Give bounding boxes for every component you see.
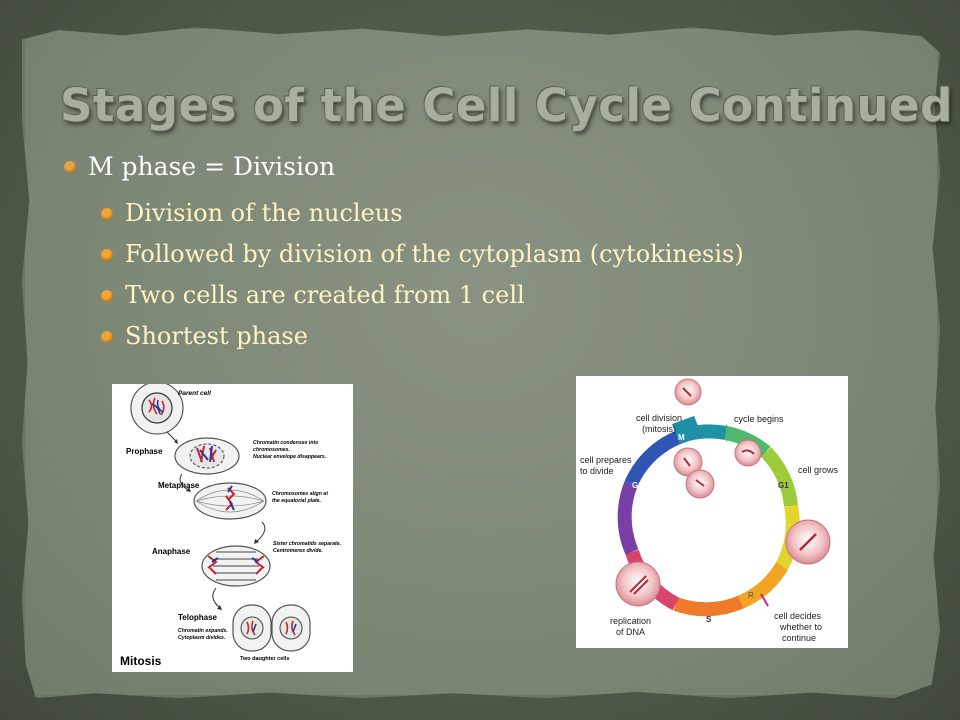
prophase-note-2: chromosomes. — [253, 447, 290, 453]
bullet-dot-icon — [101, 208, 113, 220]
phase-m-label: M — [678, 433, 685, 442]
new-cell-icon — [734, 439, 762, 467]
continue-label: continue — [782, 633, 816, 643]
mitosis-cell-icon — [674, 378, 702, 406]
cell-prepares-label: cell prepares — [580, 455, 632, 465]
prophase-note-1: Chromatin condenses into — [253, 440, 318, 446]
bullet-text: Followed by division of the cytoplasm (c… — [125, 240, 744, 268]
telophase-note-2: Cytoplasm divides. — [178, 635, 225, 641]
mitosis-label: (mitosis) — [642, 424, 676, 434]
sub-bullet-list: Division of the nucleus Followed by divi… — [101, 193, 744, 357]
mitosis-diagram: Parent cell Prophase Chromatin condenses… — [112, 384, 353, 672]
bullet-m-phase: M phase = Division — [64, 146, 335, 187]
mitosis-caption: Mitosis — [120, 654, 162, 668]
phase-g2-label: G2 — [632, 481, 643, 490]
anaphase-label: Anaphase — [152, 547, 191, 556]
cell-cycle-svg: cell division (mitosis) cycle begins cel… — [576, 376, 848, 648]
metaphase-cell-icon — [193, 482, 267, 520]
m-phase-marker — [672, 416, 702, 444]
bullet-dot-icon — [101, 249, 113, 261]
replication-label: replication — [610, 616, 651, 626]
to-divide-label: to divide — [580, 466, 614, 476]
bullet-text: Two cells are created from 1 cell — [125, 281, 525, 309]
sub-bullet-two-cells: Two cells are created from 1 cell — [101, 275, 744, 316]
sub-bullet-cytokinesis: Followed by division of the cytoplasm (c… — [101, 234, 744, 275]
telophase-label: Telophase — [178, 613, 218, 622]
phase-s-label: S — [706, 615, 712, 624]
r-checkpoint-mark — [760, 593, 769, 607]
bullet-dot-icon — [101, 331, 113, 343]
of-dna-label: of DNA — [616, 627, 645, 637]
phase-g1-label: G1 — [778, 481, 789, 490]
prophase-note-3: Nuclear envelope disappears. — [253, 454, 326, 460]
cell-cycle-diagram: cell division (mitosis) cycle begins cel… — [576, 376, 848, 648]
parent-cell-label: Parent cell — [178, 390, 211, 397]
metaphase-note-1: Chromosomes align at — [272, 491, 328, 497]
dividing-cell-icon — [673, 447, 715, 499]
telophase-note-1: Chromatin expands. — [178, 628, 228, 634]
sub-bullet-nucleus: Division of the nucleus — [101, 193, 744, 234]
cell-division-label: cell division — [636, 413, 682, 423]
bullet-text: Shortest phase — [125, 322, 308, 350]
anaphase-note-2: Centromeres divide. — [273, 548, 323, 554]
anaphase-note-1: Sister chromatids separate. — [273, 541, 341, 547]
arrow-tip-icon — [726, 424, 734, 442]
metaphase-label: Metaphase — [158, 481, 200, 490]
daughter-cells-label: Two daughter cells — [240, 656, 289, 662]
bullet-text: M phase = Division — [88, 152, 336, 181]
cell-grows-label: cell grows — [798, 465, 839, 475]
slide-title: Stages of the Cell Cycle Continued — [60, 79, 953, 132]
whether-to-label: whether to — [779, 622, 822, 632]
parent-cell-icon — [130, 384, 184, 435]
telophase-cell-icon — [232, 604, 311, 652]
phase-r-label: R — [748, 591, 754, 600]
replicating-cell-icon — [615, 561, 661, 607]
prophase-label: Prophase — [126, 447, 163, 456]
bullet-dot-icon — [64, 161, 76, 173]
anaphase-cell-icon — [201, 545, 271, 587]
main-bullet-list: M phase = Division — [64, 146, 335, 187]
bullet-text: Division of the nucleus — [125, 199, 403, 227]
cycle-begins-label: cycle begins — [734, 414, 784, 424]
prophase-cell-icon — [174, 437, 240, 475]
bullet-dot-icon — [101, 290, 113, 302]
mitosis-svg: Parent cell Prophase Chromatin condenses… — [112, 384, 353, 672]
sub-bullet-shortest: Shortest phase — [101, 316, 744, 357]
cell-decides-label: cell decides — [774, 611, 822, 621]
growing-cell-icon — [785, 519, 831, 565]
metaphase-note-2: the equatorial plate. — [272, 498, 321, 504]
